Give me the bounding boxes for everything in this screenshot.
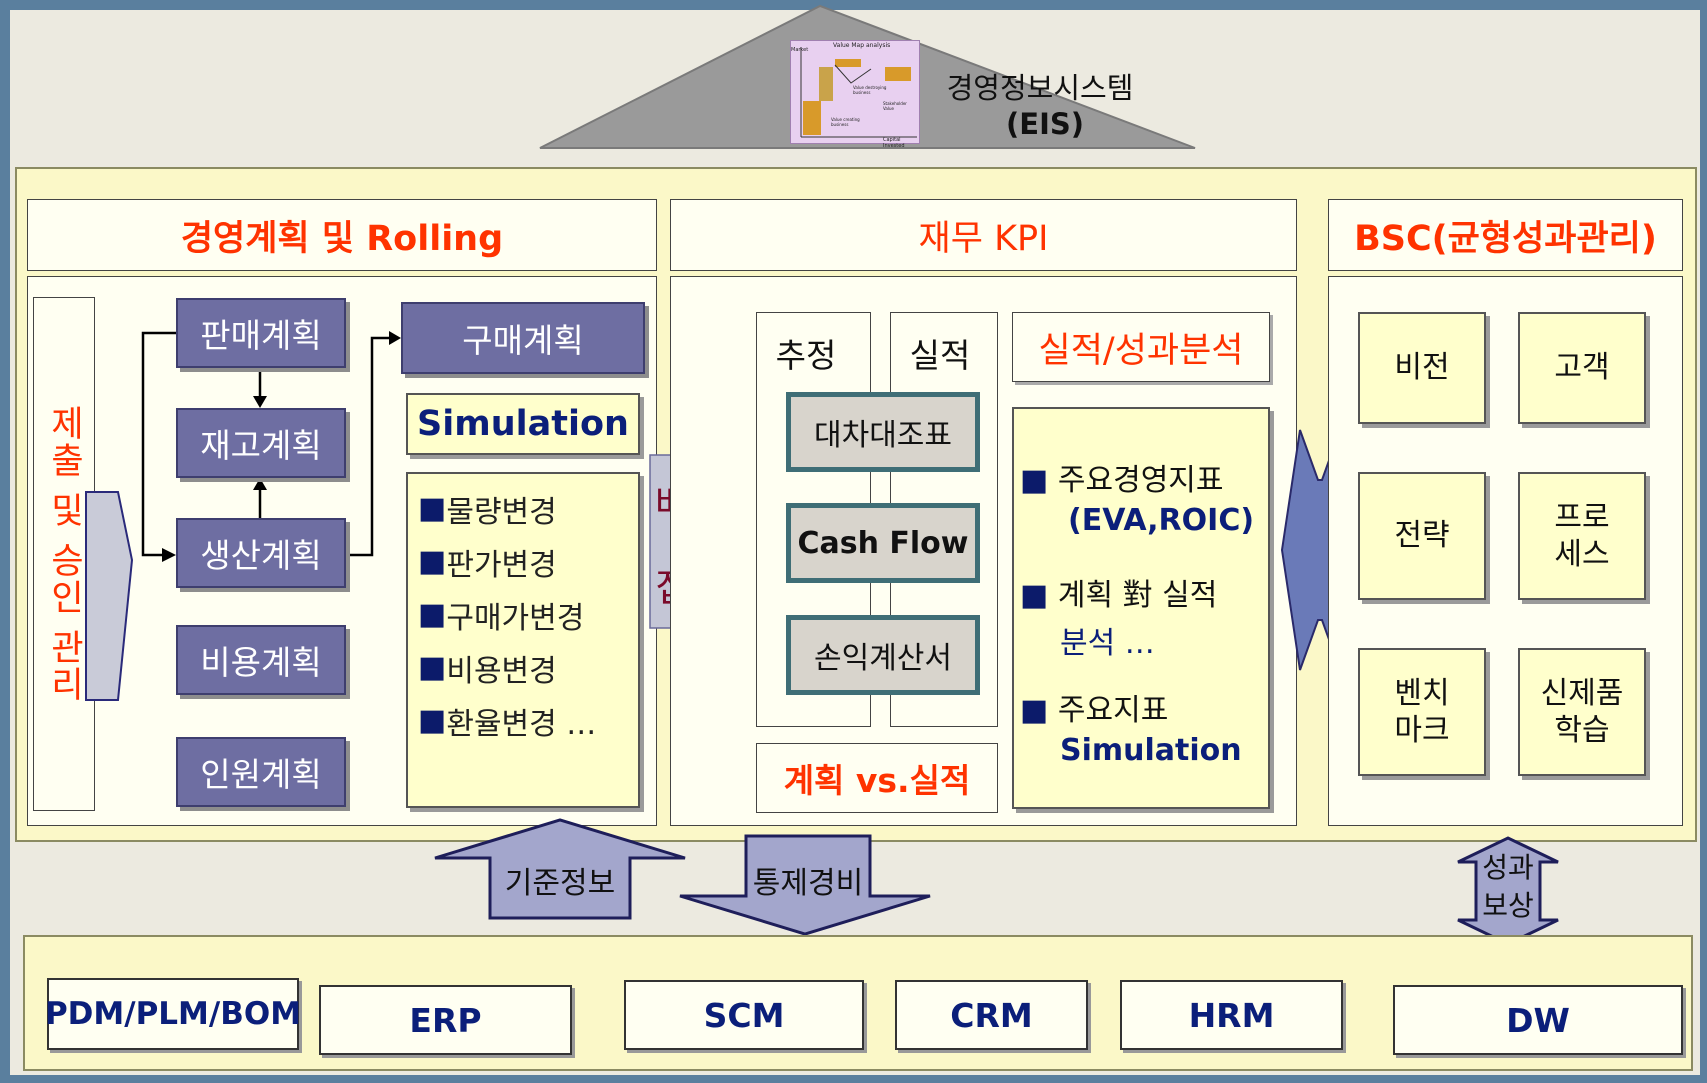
reward-double-arrow xyxy=(1457,836,1559,946)
control-expense-arrow xyxy=(679,834,931,936)
eis-subtitle: (EIS) xyxy=(1006,107,1084,141)
cash-flow-box[interactable]: Cash Flow xyxy=(786,503,980,583)
analysis-item-1-line2: (EVA,ROIC) xyxy=(1068,503,1255,538)
bsc-strategy-line1: 전략 xyxy=(1394,518,1450,554)
bsc-learning-line2: 학습 xyxy=(1554,713,1610,748)
control-expense-label: 통제경비 xyxy=(752,866,864,901)
eis-chart-label-stakeholder: Stakeholder Value xyxy=(883,101,907,111)
actual-label: 실적 xyxy=(909,336,971,375)
plan-inventory[interactable]: 재고계획 xyxy=(176,408,346,478)
bsc-strategy[interactable]: 전략 xyxy=(1358,472,1486,600)
sim-item: 환율변경 … xyxy=(418,694,638,747)
plan-expense[interactable]: 비용계획 xyxy=(176,625,346,695)
eis-chart-label-destroying: Value destroying business xyxy=(853,85,887,95)
bsc-customer-line1: 고객 xyxy=(1554,350,1610,386)
bsc-process-line1: 프로 xyxy=(1554,499,1610,535)
system-dw[interactable]: DW xyxy=(1393,985,1683,1055)
sim-item: 물량변경 xyxy=(418,482,638,535)
system-erp[interactable]: ERP xyxy=(319,985,572,1055)
analysis-item-1: 주요경영지표 (EVA,ROIC) xyxy=(1020,455,1268,570)
bsc-process-line2: 세스 xyxy=(1554,537,1610,572)
approval-label: 제출 및 승인 관리 xyxy=(44,405,84,704)
simulation-title: Simulation xyxy=(406,393,640,455)
sim-item: 판가변경 xyxy=(418,535,638,588)
analysis-item-2-line2: 분석 … xyxy=(1060,626,1155,661)
sim-item: 구매가변경 xyxy=(418,588,638,641)
frame-right xyxy=(1700,0,1707,1083)
base-info-label: 기준정보 xyxy=(504,866,616,901)
estimate-label: 추정 xyxy=(775,336,837,375)
eis-chart-ylabel: Market xyxy=(791,47,809,53)
analysis-item-2-line1: 계획 對 실적 xyxy=(1020,570,1268,614)
frame-top xyxy=(0,0,1707,10)
analysis-item-2: 계획 對 실적 분석 … xyxy=(1020,570,1268,685)
eis-chart-label-creating: Value creating business xyxy=(831,117,860,127)
kpi-header: 재무 KPI xyxy=(670,199,1297,271)
analysis-item-1-line1: 주요경영지표 xyxy=(1020,455,1268,499)
planning-header: 경영계획 및 Rolling xyxy=(27,199,657,271)
base-info-arrow xyxy=(434,818,686,920)
bsc-customer[interactable]: 고객 xyxy=(1518,312,1646,424)
system-hrm[interactable]: HRM xyxy=(1120,980,1343,1050)
bsc-benchmark[interactable]: 벤치 마크 xyxy=(1358,648,1486,776)
sim-item: 비용변경 xyxy=(418,641,638,694)
plan-personnel[interactable]: 인원계획 xyxy=(176,737,346,807)
simulation-list: 물량변경 판가변경 구매가변경 비용변경 환율변경 … xyxy=(406,472,640,808)
balance-sheet-box[interactable]: 대차대조표 xyxy=(786,392,980,472)
bsc-learning[interactable]: 신제품 학습 xyxy=(1518,648,1646,776)
approval-arrow xyxy=(85,491,134,701)
bsc-process[interactable]: 프로 세스 xyxy=(1518,472,1646,600)
analysis-item-3-line2: Simulation xyxy=(1060,733,1242,768)
analysis-item-3: 주요지표 Simulation xyxy=(1020,685,1268,768)
plan-sales[interactable]: 판매계획 xyxy=(176,298,346,368)
eis-title: 경영정보시스템 xyxy=(946,71,1134,105)
bsc-vision-line1: 비전 xyxy=(1394,350,1450,386)
plan-vs-actual: 계획 vs.실적 xyxy=(756,743,998,813)
system-pdm[interactable]: PDM/PLM/BOM xyxy=(45,978,301,1050)
system-scm[interactable]: SCM xyxy=(624,980,864,1050)
bsc-benchmark-line2: 마크 xyxy=(1394,713,1450,748)
bsc-benchmark-line1: 벤치 xyxy=(1394,675,1450,711)
frame-bottom xyxy=(0,1075,1707,1083)
analysis-title: 실적/성과분석 xyxy=(1012,312,1270,382)
plan-production[interactable]: 생산계획 xyxy=(176,518,346,588)
plan-purchase[interactable]: 구매계획 xyxy=(401,302,645,374)
bsc-header: BSC(균형성과관리) xyxy=(1328,199,1683,271)
eis-chart: Value Map analysis Market Capital Invest… xyxy=(790,40,920,149)
bsc-learning-line1: 신제품 xyxy=(1540,675,1624,711)
income-statement-box[interactable]: 손익계산서 xyxy=(786,615,980,695)
reward-label-1: 성과 xyxy=(1482,851,1534,884)
bsc-vision[interactable]: 비전 xyxy=(1358,312,1486,424)
eis-chart-title: Value Map analysis xyxy=(833,42,891,49)
system-crm[interactable]: CRM xyxy=(895,980,1088,1050)
eis-chart-xlabel: Capital Invested xyxy=(883,137,905,149)
analysis-item-3-line1: 주요지표 xyxy=(1020,685,1268,729)
frame-left xyxy=(0,0,10,1083)
analysis-list: 주요경영지표 (EVA,ROIC) 계획 對 실적 분석 … 주요지표 Simu… xyxy=(1012,407,1270,809)
reward-label-2: 보상 xyxy=(1482,889,1534,922)
